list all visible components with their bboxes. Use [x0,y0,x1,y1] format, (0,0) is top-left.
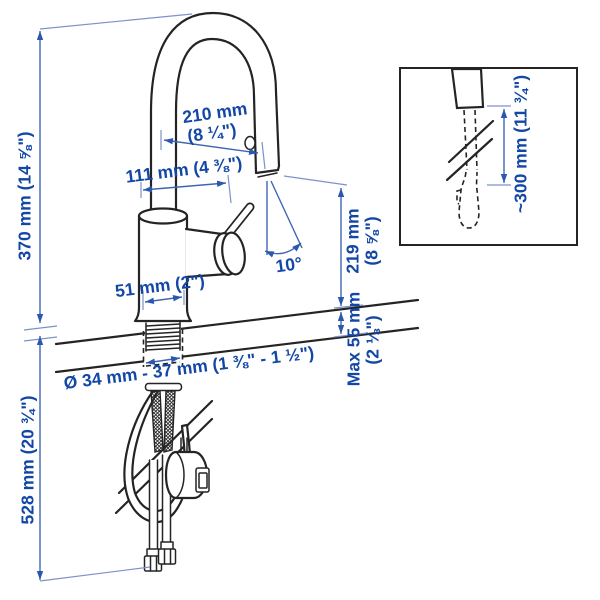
dimension-219-lines [283,175,348,306]
dimension-hole-diameter-lines [145,356,181,365]
dim-counter-thickness-in-label: (2 ⅛") [363,315,383,364]
hose-counterweight [164,437,210,500]
hose-end-fittings [143,541,177,572]
angle-10-indicator [264,180,303,258]
inset-spout-end [450,67,485,110]
inset-pullout-hose-dashed [456,109,480,229]
dimension-210-lines [160,130,266,170]
pullout-hose-loop [123,389,191,524]
dim-spout-reach-label: 111 mm (4 ⅜") [124,153,243,187]
faucet-handle [184,202,255,279]
braided-hoses [150,390,176,453]
dim-head-angle-label: 10° [274,253,303,276]
spout-outlet-line [257,172,278,178]
dim-pullout-hose-length-label: ~300 mm (11 ¾") [511,75,531,213]
dimension-max55-lines [333,304,368,338]
countertop-lines [54,298,420,374]
dim-spout-height-in-label: (8 ⅝") [362,216,382,265]
mounting-flange [144,382,183,392]
dim-hole-diameter-label: Ø 34 mm - 37 mm (1 ⅜" - 1 ½") [63,342,316,393]
dim-height-above-counter-label: 370 mm (14 ⅝") [15,132,35,261]
spray-release-button [244,135,256,151]
inset-detail-box [399,67,578,246]
dimension-51-lines [142,290,185,310]
dimension-528-lines [36,336,151,582]
dim-depth-below-counter-label: 528 mm (20 ¾") [18,396,38,525]
faucet-body [133,207,193,323]
inset-sink-edge-lines [445,119,495,182]
dim-spout-height-mm-label: 219 mm [343,208,363,273]
dimension-111-lines [140,174,232,204]
faucet-spout-arc [149,11,281,217]
inset-dimension-300 [487,105,511,186]
dim-counter-thickness-label: Max 55 mm [344,292,364,386]
